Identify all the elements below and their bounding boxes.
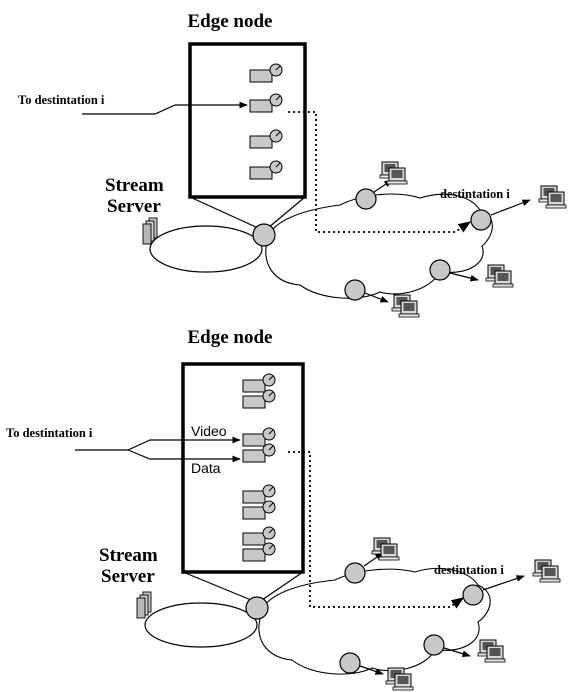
top-queue-2 — [249, 93, 283, 113]
top-client-b — [486, 265, 513, 287]
top-server-label-1: Stream — [105, 175, 164, 196]
bottom-title: Edge node — [188, 327, 273, 348]
bottom-dest-label: destintation i — [434, 563, 504, 577]
bottom-stream-server-icon — [136, 591, 152, 619]
top-edge-router — [252, 223, 276, 247]
top-queue-1 — [249, 63, 283, 83]
bottom-server-link — [144, 602, 258, 648]
bottom-queue-3b — [242, 500, 276, 520]
bottom-client-dest — [533, 560, 560, 582]
bottom-queue-4a — [242, 526, 276, 546]
top-input-label: To destintation i — [18, 93, 105, 107]
top-router-b — [429, 259, 451, 281]
top-network-cloud — [265, 193, 493, 299]
bottom-queue-1a — [242, 373, 276, 393]
top-diagram: Edge node To destintation i Stream Serve… — [18, 11, 566, 317]
bottom-edge-router — [245, 596, 269, 620]
top-router-c — [344, 279, 366, 301]
bottom-server-label-1: Stream — [99, 545, 158, 566]
bottom-input-label: To destintation i — [6, 426, 93, 440]
bottom-router-c — [339, 652, 361, 674]
bottom-queue-3a — [242, 484, 276, 504]
top-input-arrow — [82, 101, 248, 115]
top-title: Edge node — [188, 11, 273, 32]
bottom-queue-2a — [242, 427, 276, 447]
bottom-router-b — [423, 634, 445, 656]
top-router-a — [355, 188, 377, 210]
bottom-video-arrow — [127, 436, 241, 451]
bottom-edge-node-box — [181, 362, 305, 574]
bottom-server-label-2: Server — [101, 566, 155, 587]
top-queue-3 — [249, 129, 283, 149]
top-client-a — [380, 162, 407, 184]
bottom-video-label: Video — [191, 423, 227, 439]
bottom-client-b — [478, 640, 505, 662]
top-server-link — [149, 225, 263, 273]
bottom-queue-1b — [242, 389, 276, 409]
bottom-dotted-route — [288, 451, 465, 609]
top-queue-4 — [249, 160, 283, 180]
bottom-network-cloud — [258, 567, 491, 675]
bottom-queue-2b — [242, 443, 276, 463]
bottom-queue-4b — [242, 542, 276, 562]
top-dest-label: destintation i — [440, 187, 510, 201]
bottom-data-arrow — [127, 449, 241, 463]
top-router-dest — [470, 209, 492, 231]
bottom-diagram: Edge node To destintation i Video Data S… — [6, 327, 560, 690]
top-server-label-2: Server — [107, 196, 161, 217]
bottom-data-label: Data — [191, 460, 221, 476]
bottom-client-a — [372, 538, 399, 560]
top-client-dest — [539, 186, 566, 208]
bottom-router-a — [344, 562, 366, 584]
top-client-c — [392, 295, 419, 317]
bottom-client-c — [386, 668, 413, 690]
top-edge-node-box — [188, 42, 307, 199]
top-dotted-route — [288, 111, 472, 233]
bottom-router-dest — [462, 584, 484, 606]
